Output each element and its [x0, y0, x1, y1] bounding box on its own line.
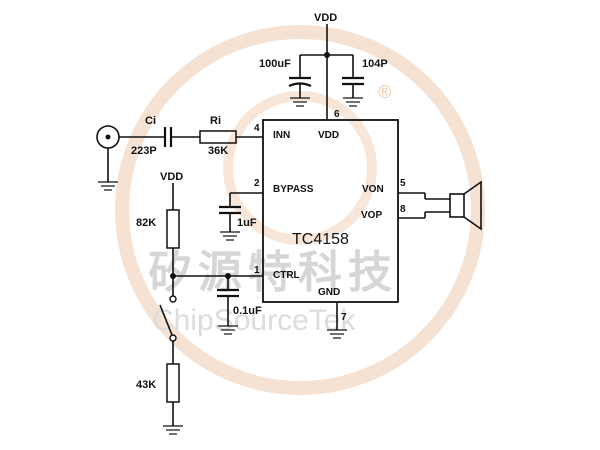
capacitor-104p: 104P [342, 55, 388, 107]
switch-bottom-contact [169, 334, 177, 342]
pin-bypass-number: 2 [254, 178, 260, 189]
input-section: Ci 223P Ri 36K [96, 115, 263, 191]
resistor-82k [166, 209, 180, 249]
pin-vop-label: VOP [361, 210, 382, 221]
pin-ctrl-label: CTRL [273, 270, 300, 281]
pin-bypass-label: BYPASS [273, 184, 314, 195]
ri-name: Ri [210, 115, 221, 127]
gnd-section [327, 302, 347, 339]
ic-body [262, 119, 399, 303]
watermark-english-text: ChipSourceTek [152, 304, 356, 337]
resistor-43k [166, 363, 180, 403]
pin-inn-number: 4 [254, 123, 260, 134]
c-bulk-value: 100uF [259, 58, 291, 70]
speaker-icon [449, 193, 465, 218]
pin-vdd-number: 6 [334, 109, 340, 120]
ctrl-section: VDD 82K 0.1uF 43K [136, 171, 263, 435]
pin-von-label: VON [362, 184, 384, 195]
pin-ctrl-number: 1 [254, 265, 260, 276]
watermark-registered-mark: ® [378, 82, 391, 102]
pin-von-number: 5 [400, 178, 406, 189]
bypass-section: 1uF [219, 192, 263, 241]
c-decouple-value: 104P [362, 58, 388, 70]
switch-top-contact [169, 295, 177, 303]
watermark-chinese-text: 矽源特科技 [148, 247, 398, 298]
speaker-section [398, 180, 482, 231]
ic-tc4158: TC4158 INN VDD BYPASS VON VOP CTRL GND 6… [254, 109, 406, 323]
c-bypass-value: 1uF [237, 217, 257, 229]
pin-gnd-number: 7 [341, 312, 347, 323]
ci-value: 223P [131, 145, 157, 157]
vdd-top-label: VDD [314, 12, 337, 24]
pin-vdd-label: VDD [318, 130, 339, 141]
ci-name: Ci [145, 115, 156, 127]
ic-name: TC4158 [292, 231, 349, 248]
supply-section: VDD 100uF 104P [259, 12, 388, 120]
r-top-value: 82K [136, 217, 156, 229]
r-bottom-value: 43K [136, 379, 156, 391]
speaker-cone-icon [463, 180, 482, 231]
pin-vop-number: 8 [400, 204, 406, 215]
watermark-outer-ring [115, 25, 485, 395]
vdd-left-label: VDD [160, 171, 183, 183]
switch-lever [159, 304, 173, 336]
c-ctrl-value: 0.1uF [233, 305, 262, 317]
pin-gnd-label: GND [318, 287, 340, 298]
ri-value: 36K [208, 145, 228, 157]
capacitor-100uf: 100uF [259, 55, 312, 107]
pin-inn-label: INN [273, 130, 290, 141]
